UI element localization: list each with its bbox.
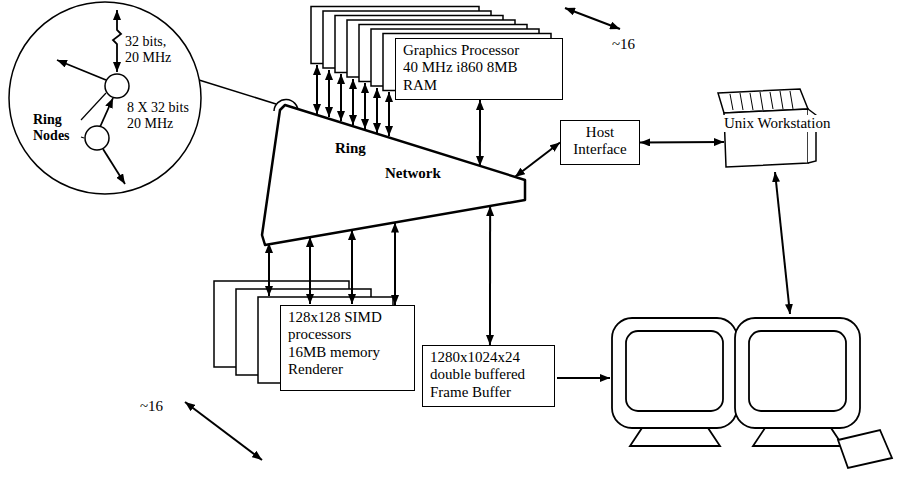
count-label: ~16 bbox=[140, 398, 163, 415]
bus-arrow bbox=[352, 79, 354, 125]
zoom-inset: 32 bits, 20 MHz 8 X 32 bits 20 MHz Ring No… bbox=[5, 0, 205, 198]
node-label: Unix Workstation bbox=[722, 115, 832, 132]
node-label: Network bbox=[385, 165, 441, 182]
bus-arrows bbox=[185, 8, 790, 460]
monitors bbox=[612, 318, 892, 468]
zoom-leader bbox=[199, 80, 276, 104]
zoom-inset-outline bbox=[5, 0, 205, 198]
node-label: Host Interface bbox=[570, 124, 630, 159]
monitor-case bbox=[612, 318, 737, 428]
bus-arrow bbox=[328, 70, 330, 117]
monitor-screen bbox=[626, 331, 723, 411]
workstation-outline bbox=[700, 85, 850, 185]
bus-connector bbox=[640, 141, 724, 144]
count-label: ~16 bbox=[612, 36, 635, 53]
bus-connector bbox=[515, 143, 560, 177]
bus-arrow bbox=[340, 74, 342, 121]
bus-arrow bbox=[376, 88, 378, 133]
graphics-processor-box: Graphics Processor 40 MHz i860 8MB RAM bbox=[395, 38, 563, 100]
monitor-base bbox=[753, 428, 843, 446]
monitor-base bbox=[630, 428, 720, 446]
bus-connector bbox=[479, 100, 481, 166]
bus-arrow bbox=[388, 92, 390, 136]
keyboard bbox=[838, 430, 892, 468]
bus-arrow bbox=[309, 237, 311, 304]
bus-arrow bbox=[268, 243, 270, 296]
node-label: Graphics Processor 40 MHz i860 8MB RAM bbox=[403, 42, 525, 94]
bus-arrow bbox=[364, 83, 366, 129]
count-arrow bbox=[185, 402, 262, 460]
count-arrow bbox=[565, 8, 620, 29]
node-label: 8 X 32 bits 20 MHz bbox=[127, 100, 203, 132]
node-label: 1280x1024x24 double buffered Frame Buffe… bbox=[430, 349, 530, 401]
monitor-case bbox=[735, 318, 860, 428]
workstation: Unix Workstation bbox=[700, 85, 850, 185]
monitor-screen bbox=[749, 331, 846, 411]
node-label: Ring Nodes bbox=[33, 112, 79, 144]
host-interface-box: Host Interface bbox=[560, 120, 640, 165]
video-arrow bbox=[775, 172, 790, 314]
bus-connector bbox=[394, 223, 396, 305]
video-arrow bbox=[557, 377, 610, 379]
renderer-box: 128x128 SIMD processors 16MB memory Rend… bbox=[280, 305, 415, 391]
node-label: Ring bbox=[335, 140, 366, 157]
bus-arrow bbox=[351, 230, 353, 304]
node-label: 128x128 SIMD processors 16MB memory Rend… bbox=[288, 309, 388, 378]
ring-network: RingNetwork bbox=[255, 100, 530, 250]
node-label: 32 bits, 20 MHz bbox=[125, 34, 181, 66]
frame-buffer-box: 1280x1024x24 double buffered Frame Buffe… bbox=[422, 345, 555, 407]
bus-connector bbox=[489, 206, 491, 345]
bus-arrow bbox=[316, 65, 318, 114]
